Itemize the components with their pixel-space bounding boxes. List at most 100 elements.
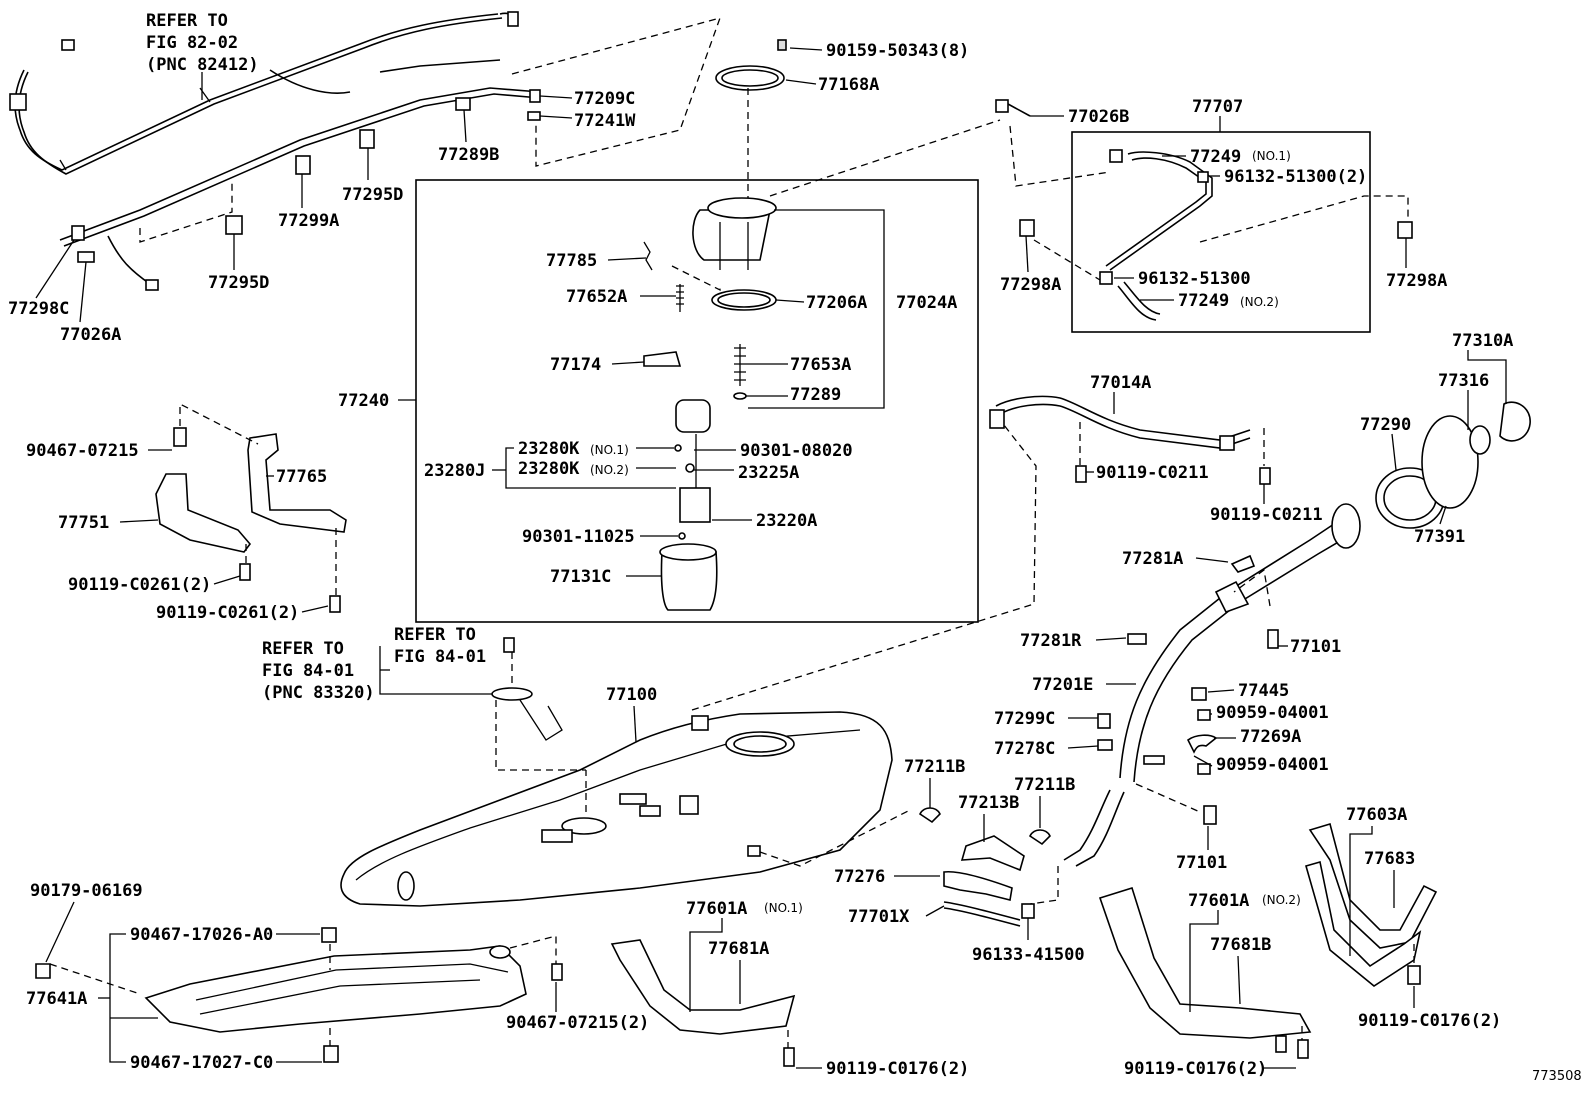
part-77278c[interactable]: 77278C	[994, 739, 1055, 759]
refer-82-02-line1: REFER TO	[146, 11, 228, 31]
fuel-pump-retainer	[715, 39, 787, 200]
part-77316[interactable]: 77316	[1438, 371, 1489, 391]
refer-84-01-right-line1: REFER TO	[394, 625, 476, 645]
part-77201e[interactable]: 77201E	[1032, 675, 1093, 695]
fuel-tank	[340, 711, 893, 907]
part-77213b[interactable]: 77213B	[958, 793, 1019, 813]
part-77014a[interactable]: 77014A	[1090, 373, 1151, 393]
tank-bracket-assembly	[155, 427, 347, 613]
part-90467-07215[interactable]: 90467-07215	[26, 441, 139, 461]
part-77249-no2-note: (NO.2)	[1240, 295, 1279, 309]
part-90959-04001-upper[interactable]: 90959-04001	[1216, 703, 1329, 723]
part-77681b[interactable]: 77681B	[1210, 935, 1271, 955]
fuel-pump-module	[643, 197, 777, 611]
part-77652a[interactable]: 77652A	[566, 287, 627, 307]
part-23225a[interactable]: 23225A	[738, 463, 799, 483]
part-77298c[interactable]: 77298C	[8, 299, 69, 319]
part-77765[interactable]: 77765	[276, 467, 327, 487]
part-77101-lower[interactable]: 77101	[1176, 853, 1227, 873]
part-77785[interactable]: 77785	[546, 251, 597, 271]
part-77100[interactable]: 77100	[606, 685, 657, 705]
part-77601a-no1[interactable]: 77601A	[686, 899, 747, 919]
part-23280j[interactable]: 23280J	[424, 461, 485, 481]
part-77683[interactable]: 77683	[1364, 849, 1415, 869]
part-90467-07215-2[interactable]: 90467-07215(2)	[506, 1013, 649, 1033]
part-90119-c0261-upper[interactable]: 90119-C0261(2)	[68, 575, 211, 595]
part-77249-no1-note: (NO.1)	[1252, 149, 1291, 163]
pump-assembly-box	[415, 179, 979, 623]
part-90119-c0211-left[interactable]: 90119-C0211	[1096, 463, 1209, 483]
refer-82-02-line2: FIG 82-02	[146, 33, 238, 53]
part-23220a[interactable]: 23220A	[756, 511, 817, 531]
part-23280k-no1-note: (NO.1)	[590, 443, 629, 457]
part-23280k-no2-note: (NO.2)	[590, 463, 629, 477]
part-77174[interactable]: 77174	[550, 355, 601, 375]
part-90467-17027-c0[interactable]: 90467-17027-C0	[130, 1053, 273, 1073]
part-77310a[interactable]: 77310A	[1452, 331, 1513, 351]
part-23280k-no1[interactable]: 23280K	[518, 439, 580, 459]
part-77240[interactable]: 77240	[338, 391, 389, 411]
part-77445[interactable]: 77445	[1238, 681, 1289, 701]
part-77299a[interactable]: 77299A	[278, 211, 339, 231]
part-77101-upper[interactable]: 77101	[1290, 637, 1341, 657]
part-77241w[interactable]: 77241W	[574, 111, 636, 131]
part-90179-06169[interactable]: 90179-06169	[30, 881, 143, 901]
part-90119-c0176-right[interactable]: 90119-C0176(2)	[1358, 1011, 1501, 1031]
part-77281r[interactable]: 77281R	[1020, 631, 1082, 651]
part-77653a[interactable]: 77653A	[790, 355, 851, 375]
part-77295d-lower[interactable]: 77295D	[208, 273, 269, 293]
part-77289b[interactable]: 77289B	[438, 145, 499, 165]
part-90119-c0176-middle[interactable]: 90119-C0176(2)	[1124, 1059, 1267, 1079]
part-96132-51300[interactable]: 96132-51300	[1138, 269, 1251, 289]
part-77681a[interactable]: 77681A	[708, 939, 769, 959]
part-96133-41500[interactable]: 96133-41500	[972, 945, 1085, 965]
part-77211b-right[interactable]: 77211B	[1014, 775, 1075, 795]
part-77391[interactable]: 77391	[1414, 527, 1465, 547]
part-77290[interactable]: 77290	[1360, 415, 1411, 435]
refer-84-01-left-line2: FIG 84-01	[262, 661, 354, 681]
part-90119-c0211-right[interactable]: 90119-C0211	[1210, 505, 1323, 525]
part-77603a[interactable]: 77603A	[1346, 805, 1407, 825]
refer-84-01-right-line2: FIG 84-01	[394, 647, 486, 667]
part-90119-c0176-left[interactable]: 90119-C0176(2)	[826, 1059, 969, 1079]
refer-82-02-line3: (PNC 82412)	[146, 55, 259, 75]
part-77209c[interactable]: 77209C	[574, 89, 635, 109]
part-90301-11025[interactable]: 90301-11025	[522, 527, 635, 547]
part-90119-c0261-lower[interactable]: 90119-C0261(2)	[156, 603, 299, 623]
diagram-id: 773508	[1532, 1069, 1582, 1084]
part-77295d-upper[interactable]: 77295D	[342, 185, 403, 205]
part-77641a[interactable]: 77641A	[26, 989, 87, 1009]
part-77276[interactable]: 77276	[834, 867, 885, 887]
part-77131c[interactable]: 77131C	[550, 567, 611, 587]
part-77707[interactable]: 77707	[1192, 97, 1243, 117]
part-77206a[interactable]: 77206A	[806, 293, 867, 313]
part-77026b[interactable]: 77026B	[1068, 107, 1129, 127]
part-77024a[interactable]: 77024A	[896, 293, 957, 313]
tank-band-no1	[610, 939, 796, 1067]
part-90467-17026-a0[interactable]: 90467-17026-A0	[130, 925, 273, 945]
part-77601a-no2[interactable]: 77601A	[1188, 891, 1249, 911]
part-77289[interactable]: 77289	[790, 385, 841, 405]
part-90159-50343[interactable]: 90159-50343(8)	[826, 41, 969, 61]
part-77601a-no1-note: (NO.1)	[764, 901, 803, 915]
part-77281a[interactable]: 77281A	[1122, 549, 1183, 569]
part-77298a-left[interactable]: 77298A	[1000, 275, 1061, 295]
part-77299c[interactable]: 77299C	[994, 709, 1055, 729]
part-77269a[interactable]: 77269A	[1240, 727, 1301, 747]
part-77751[interactable]: 77751	[58, 513, 109, 533]
part-77026a[interactable]: 77026A	[60, 325, 121, 345]
part-77298a-right[interactable]: 77298A	[1386, 271, 1447, 291]
part-77701x[interactable]: 77701X	[848, 907, 910, 927]
part-23280k-no2[interactable]: 23280K	[518, 459, 580, 479]
part-77249-no1[interactable]: 77249	[1190, 147, 1241, 167]
part-77168a[interactable]: 77168A	[818, 75, 879, 95]
fuel-filler-assembly	[918, 395, 1531, 927]
part-77249-no2[interactable]: 77249	[1178, 291, 1229, 311]
part-77211b-left[interactable]: 77211B	[904, 757, 965, 777]
part-90959-04001-lower[interactable]: 90959-04001	[1216, 755, 1329, 775]
part-96132-51300-2[interactable]: 96132-51300(2)	[1224, 167, 1367, 187]
fuel-sender-gauge	[491, 637, 563, 741]
vent-hose-box	[1071, 131, 1371, 333]
part-90301-08020[interactable]: 90301-08020	[740, 441, 853, 461]
